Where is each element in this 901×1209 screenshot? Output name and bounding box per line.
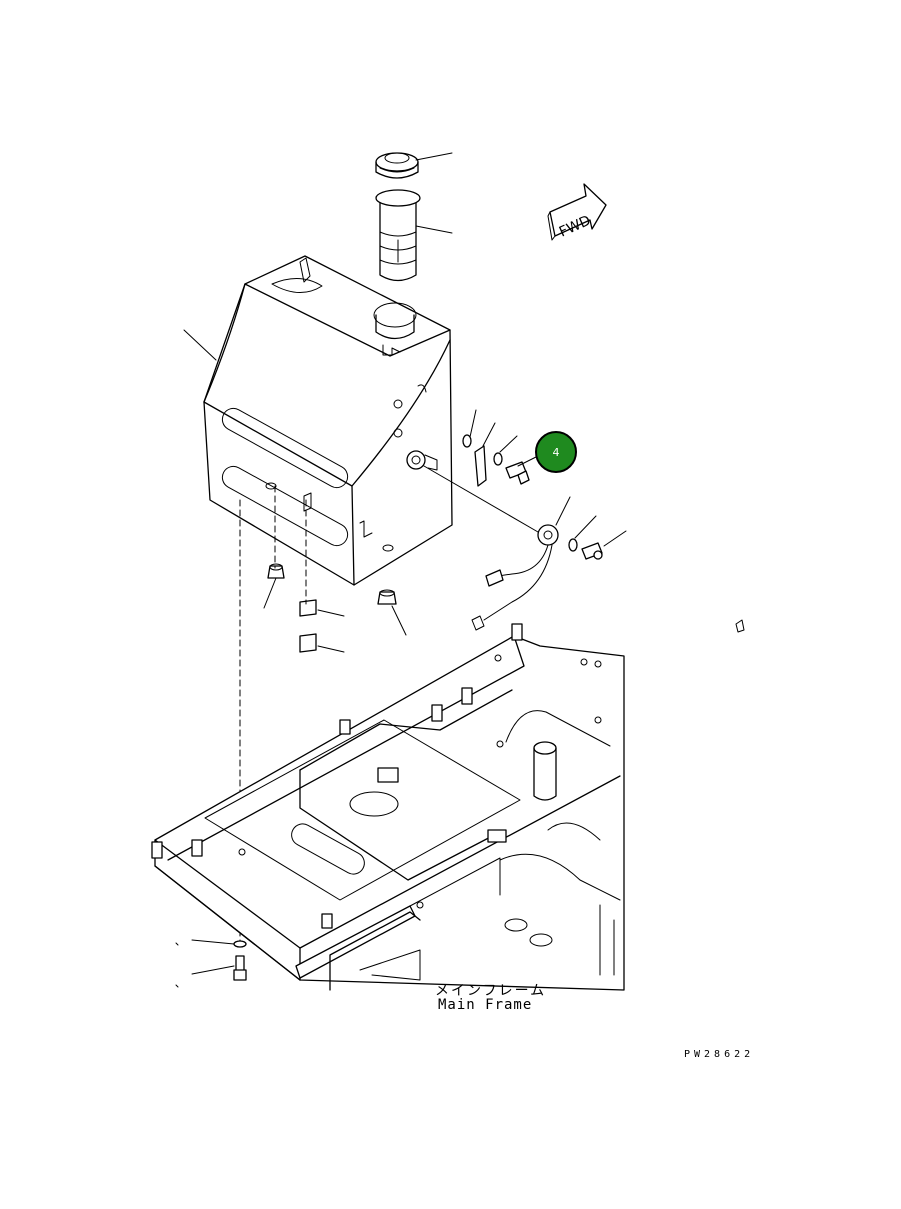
frame-label-english: Main Frame (438, 997, 533, 1013)
mount-hardware (239, 485, 407, 943)
main-frame (151, 623, 625, 991)
sensor-harness (423, 465, 745, 633)
fuel-tank (203, 255, 453, 586)
frame-bolt (175, 939, 247, 988)
filler-cap (375, 152, 419, 179)
drawing-code: PW28622 (684, 1049, 755, 1060)
strainer (375, 189, 421, 282)
frame-label-japanese: メインフレーム (435, 983, 547, 999)
callout-4[interactable]: 4 (535, 431, 577, 473)
fwd-arrow-icon: FWD (547, 183, 607, 241)
tank-hardware (462, 409, 541, 487)
callout-4-label: 4 (553, 446, 560, 459)
